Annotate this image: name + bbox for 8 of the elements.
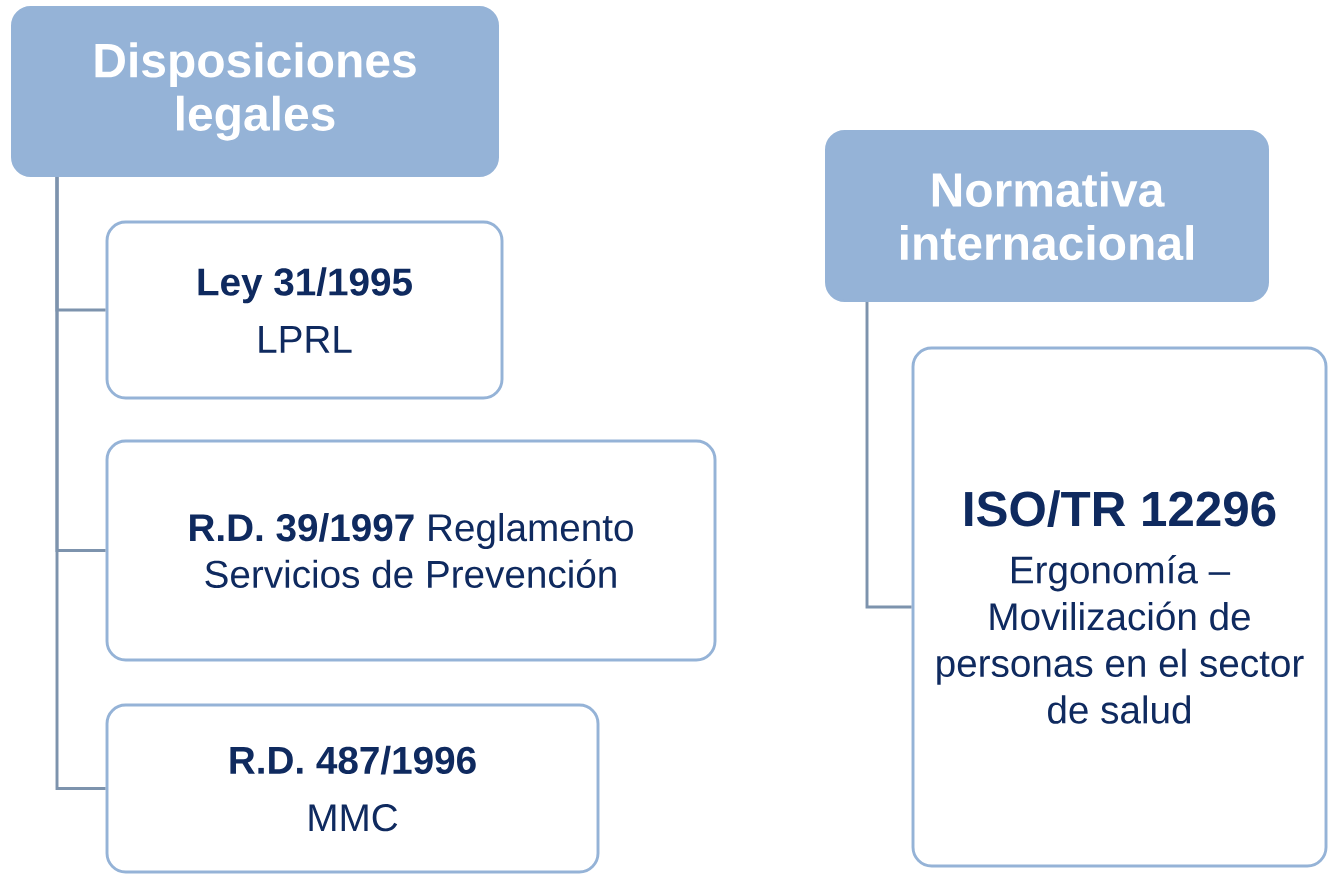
text-box: Ley 31/1995 LPRL [105,220,504,400]
connector-line [865,302,912,609]
header-box: Normativa internacional [825,130,1269,302]
text-box: R.D. 487/1996 MMC [105,703,600,874]
header-box: Disposiciones legales [11,6,499,177]
text-box: ISO/TR 12296 Ergonomía – Movilización de personas en el sector de salud [911,346,1328,868]
connector-line [55,177,106,790]
text-box: R.D. 39/1997 Reglamento Servicios de Prevención [105,439,717,662]
